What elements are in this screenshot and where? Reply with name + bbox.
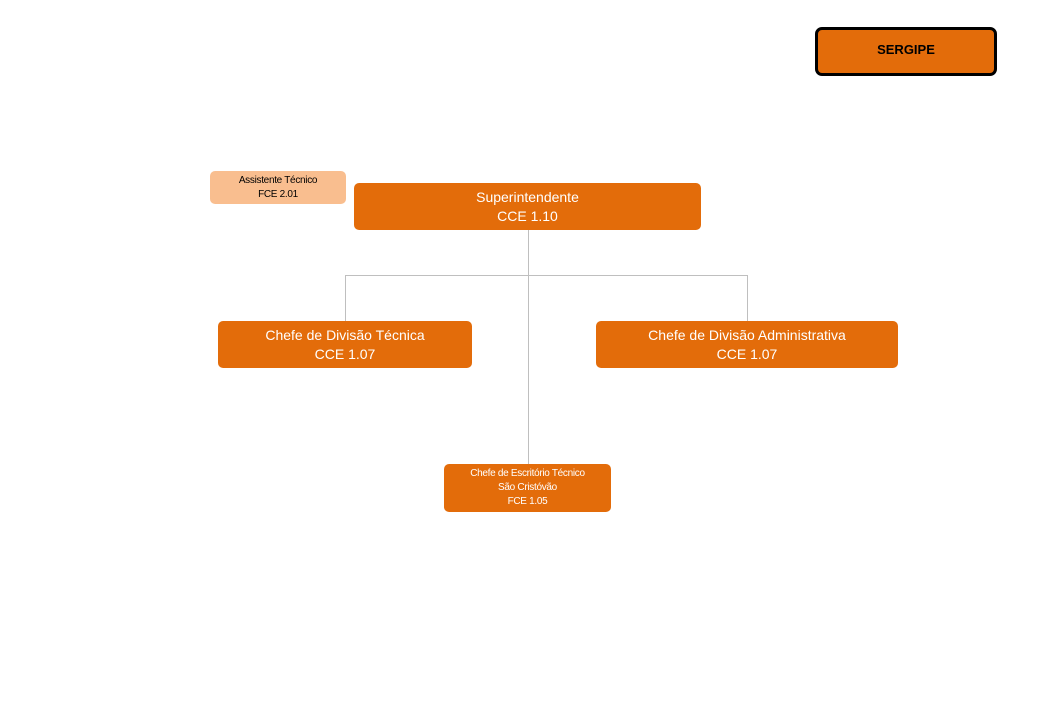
technical-office-title: Chefe de Escritório Técnico: [470, 468, 585, 479]
assistant-code: FCE 2.01: [258, 188, 298, 200]
division-technical-title: Chefe de Divisão Técnica: [265, 327, 425, 344]
superintendent-box: Superintendente CCE 1.10: [354, 183, 701, 230]
superintendent-code: CCE 1.10: [497, 207, 558, 224]
division-admin-title: Chefe de Divisão Administrativa: [648, 327, 846, 344]
division-admin-code: CCE 1.07: [716, 345, 778, 362]
superintendent-title: Superintendente: [476, 189, 579, 206]
state-badge-label: SERGIPE: [877, 42, 935, 58]
assistant-box: Assistente Técnico FCE 2.01: [210, 171, 346, 204]
assistant-title: Assistente Técnico: [238, 174, 318, 186]
division-admin-box: Chefe de Divisão Administrativa CCE 1.07: [596, 321, 898, 368]
technical-office-box: Chefe de Escritório Técnico São Cristóvã…: [444, 464, 611, 512]
technical-office-code: FCE 1.05: [507, 496, 548, 507]
division-technical-box: Chefe de Divisão Técnica CCE 1.07: [218, 321, 472, 368]
technical-office-location: São Cristóvão: [498, 482, 557, 493]
division-technical-code: CCE 1.07: [314, 345, 376, 362]
state-badge: SERGIPE: [815, 27, 997, 76]
